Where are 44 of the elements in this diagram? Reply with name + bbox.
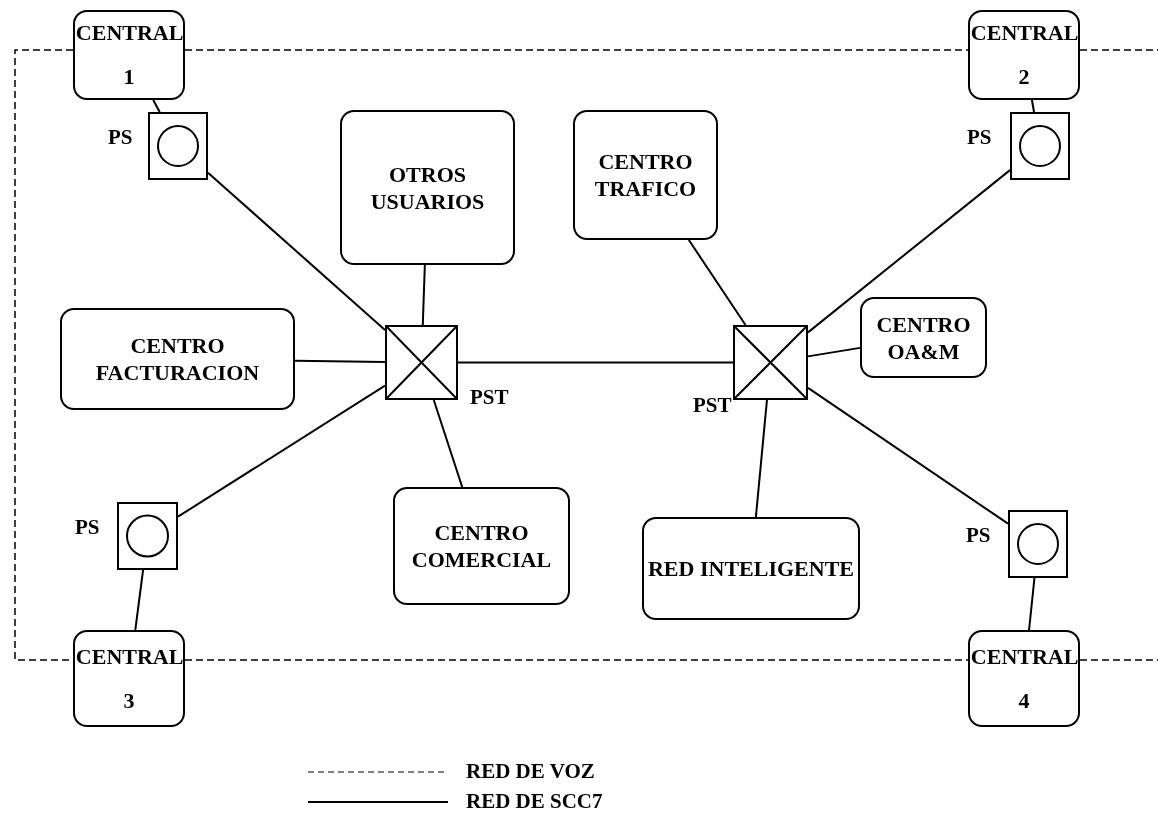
central-office-box: CENTRAL 1 bbox=[73, 10, 185, 100]
connector-line bbox=[807, 346, 861, 358]
connector-line bbox=[421, 264, 426, 326]
transfer-point-symbol bbox=[733, 325, 808, 400]
node-label: PST bbox=[693, 393, 732, 418]
legend-text: RED DE SCC7 bbox=[466, 789, 603, 814]
network-center-box: CENTRO FACTURACION bbox=[60, 308, 295, 410]
node-label: PS bbox=[967, 125, 992, 150]
network-center-box: CENTRO OA&M bbox=[860, 297, 987, 378]
node-label: PS bbox=[108, 125, 133, 150]
signal-point-symbol bbox=[1008, 510, 1068, 578]
connector-line bbox=[207, 171, 386, 332]
connector-line bbox=[754, 399, 768, 518]
node-label: PS bbox=[966, 523, 991, 548]
connector-line bbox=[1030, 99, 1035, 113]
connector-line bbox=[807, 169, 1011, 334]
signal-point-symbol bbox=[117, 502, 178, 570]
dashed-connector bbox=[1079, 49, 1158, 51]
dashed-connector bbox=[184, 659, 969, 661]
legend-text: RED DE VOZ bbox=[466, 759, 595, 784]
connector-line bbox=[432, 399, 464, 488]
connector-line bbox=[177, 384, 386, 518]
network-center-box: CENTRO COMERCIAL bbox=[393, 487, 570, 605]
transfer-point-symbol bbox=[385, 325, 458, 400]
central-office-box: CENTRAL 4 bbox=[968, 630, 1080, 727]
central-office-box: CENTRAL 2 bbox=[968, 10, 1080, 100]
node-label: PS bbox=[75, 515, 100, 540]
central-office-box: CENTRAL 3 bbox=[73, 630, 185, 727]
dashed-connector bbox=[184, 49, 969, 51]
connector-line bbox=[152, 99, 161, 113]
connector-line bbox=[457, 361, 734, 364]
network-center-box: RED INTELIGENTE bbox=[642, 517, 860, 620]
dashed-connector bbox=[1079, 659, 1158, 661]
network-center-box: CENTRO TRAFICO bbox=[573, 110, 718, 240]
connector-line bbox=[1028, 577, 1036, 631]
signal-point-symbol bbox=[1010, 112, 1070, 180]
dashed-connector bbox=[14, 49, 74, 661]
network-center-box: OTROS USUARIOS bbox=[340, 110, 515, 265]
connector-line bbox=[807, 386, 1009, 525]
connector-line bbox=[134, 569, 145, 631]
node-label: PST bbox=[470, 385, 509, 410]
connector-line bbox=[294, 359, 386, 363]
connector-line bbox=[687, 239, 747, 326]
signal-point-symbol bbox=[148, 112, 208, 180]
